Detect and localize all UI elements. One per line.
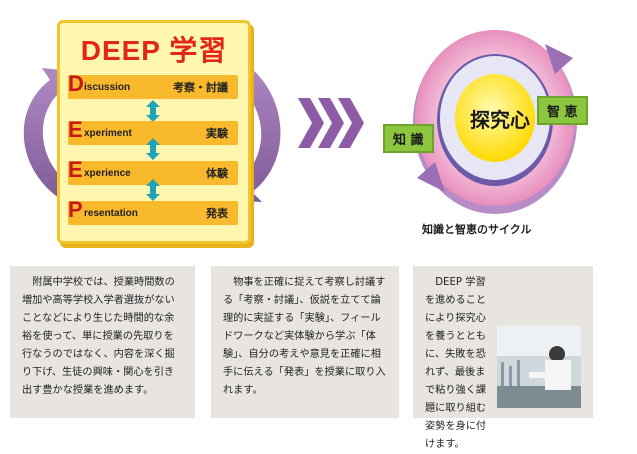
step-japanese: 発表	[206, 207, 228, 220]
deep-card: DEEP 学習 D iscussion 考察・討議 E xperiment 実験…	[57, 20, 251, 244]
double-arrow-icon	[146, 179, 160, 201]
step-letter: P	[68, 197, 83, 222]
step-japanese: 考察・討議	[173, 81, 228, 94]
step-presentation: P resentation 発表	[68, 197, 238, 225]
wisdom-tag: 智 恵	[537, 96, 588, 125]
description-box-1: 附属中学校では、授業時間数の増加や高等学校入学者選抜がないことなどにより生じた時…	[10, 266, 195, 418]
description-box-2: 物事を正確に捉えて考察し討議する「考察・討議」、仮説を立てて論理的に実証する「実…	[211, 266, 399, 418]
step-word: xperiment	[84, 128, 132, 139]
step-letter: E	[68, 157, 83, 182]
step-letter: E	[68, 117, 83, 142]
step-japanese: 体験	[206, 167, 228, 180]
step-japanese: 実験	[206, 127, 228, 140]
step-letter: D	[68, 71, 84, 96]
chevron-arrows-icon	[298, 98, 364, 148]
paragraph-text: 附属中学校では、授業時間数の増加や高等学校入学者選抜がないことなどにより生じた時…	[22, 277, 175, 396]
paragraph-text: 物事を正確に捉えて考察し討議する「考察・討議」、仮説を立てて論理的に実証する「実…	[223, 277, 386, 396]
double-arrow-icon	[146, 100, 160, 122]
circular-arrows	[23, 55, 281, 205]
step-word: xperience	[84, 168, 131, 179]
step-discussion: D iscussion 考察・討議	[68, 71, 238, 99]
cycle-caption: 知識と智恵のサイクル	[422, 223, 532, 236]
center-label: 探究心	[470, 108, 530, 132]
knowledge-tag: 知 識	[383, 124, 434, 153]
step-word: iscussion	[84, 82, 131, 93]
step-word: resentation	[84, 208, 138, 219]
double-arrow-icon	[146, 138, 160, 160]
deep-title: DEEP 学習	[80, 35, 228, 66]
cycle-diagram	[413, 30, 577, 214]
paragraph-text: DEEP 学習を進めることにより探究心を養うとともに、失敗を恐れず、最後まで粘り…	[425, 277, 487, 450]
lab-photo	[497, 326, 581, 408]
